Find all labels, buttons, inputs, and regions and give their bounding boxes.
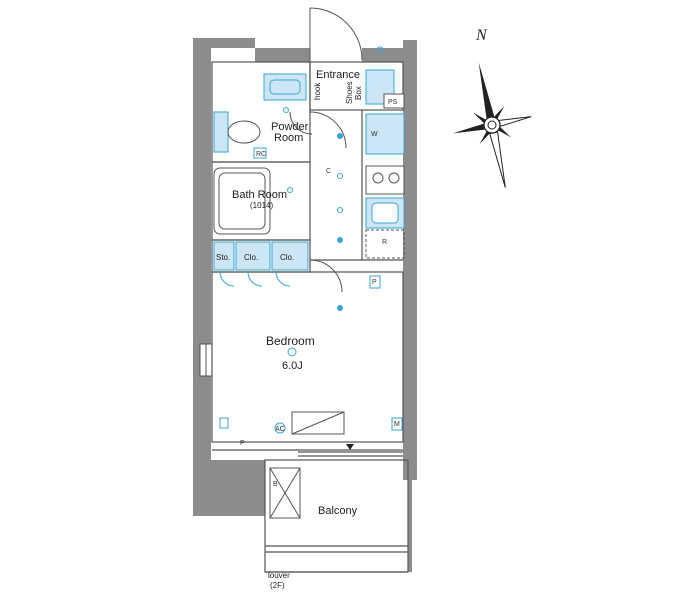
storage-labels: hook Shoes Box Sto. Clo. Clo.: [216, 81, 363, 262]
rc-label: RC: [256, 151, 266, 158]
shoes-label-2: Box: [354, 86, 363, 100]
b-label: B: [273, 481, 278, 488]
north-label: N: [475, 27, 488, 44]
louver-label: louver: [268, 571, 290, 580]
balcony-unit: [269, 467, 301, 519]
washer-pan: [365, 113, 405, 155]
powder-label-2: Room: [274, 132, 303, 144]
bedroom-size: 6.0J: [282, 360, 303, 372]
shoes-label-1: Shoes: [345, 81, 354, 104]
closet-doors: [219, 271, 291, 287]
r-label: R: [382, 239, 387, 246]
bedroom-label: Bedroom: [266, 334, 315, 348]
walls: [193, 38, 417, 572]
hook-label: hook: [313, 82, 322, 100]
m-label: M: [394, 421, 400, 428]
closet-2: [271, 241, 309, 271]
fridge-space: [365, 229, 405, 259]
right-wall-upper: [403, 40, 417, 480]
sto-label: Sto.: [216, 253, 230, 262]
left-wall-bottom-block: [193, 460, 265, 516]
clo1-label: Clo.: [244, 253, 258, 262]
left-window: [199, 343, 213, 377]
c-label: C: [326, 168, 331, 175]
ceiling-lights: [283, 46, 384, 357]
bedroom-unit: [291, 411, 345, 435]
room-labels: Entrance Powder Room Bath Room (1014) Be…: [232, 69, 360, 590]
powder-label-1: Powder: [271, 121, 309, 133]
powder-sink: [263, 73, 307, 101]
toilet-tank: [213, 111, 229, 153]
top-wall-right: [362, 48, 406, 62]
entry-arrow-icon: [346, 444, 354, 450]
p-outlet-label: P: [372, 279, 377, 286]
clo2-label: Clo.: [280, 253, 294, 262]
bath-label: Bath Room: [232, 189, 287, 201]
louver-floor: (2F): [270, 581, 285, 590]
symbol-labels: PS W R C RC AC P P M B: [240, 93, 405, 488]
closet-1: [235, 241, 271, 271]
fixtures: [213, 69, 405, 519]
ps-label: PS: [388, 99, 398, 106]
balcony-label: Balcony: [318, 505, 358, 517]
hall-door-arcs: [289, 111, 347, 293]
bathtub: [213, 167, 271, 235]
closet-storage: [213, 241, 235, 271]
interior-lines: [211, 61, 409, 573]
toilet-bowl: [227, 120, 261, 144]
left-wall-top-block: [193, 38, 255, 48]
p-floor-label: P: [240, 440, 245, 447]
compass-rose-icon: [452, 62, 532, 188]
entrance-label: Entrance: [316, 69, 360, 81]
left-wall: [193, 38, 211, 516]
ac-label: AC: [275, 426, 285, 433]
bath-code: (1014): [250, 201, 273, 210]
top-wall-segment: [255, 48, 310, 62]
bedroom-outline: [211, 271, 404, 443]
right-wall-lower: [408, 480, 412, 572]
outlet-boxes: [219, 147, 403, 434]
stove: [365, 165, 405, 195]
entrance-outline: [309, 61, 404, 111]
w-label: W: [371, 131, 378, 138]
entrance-door: [309, 7, 363, 62]
